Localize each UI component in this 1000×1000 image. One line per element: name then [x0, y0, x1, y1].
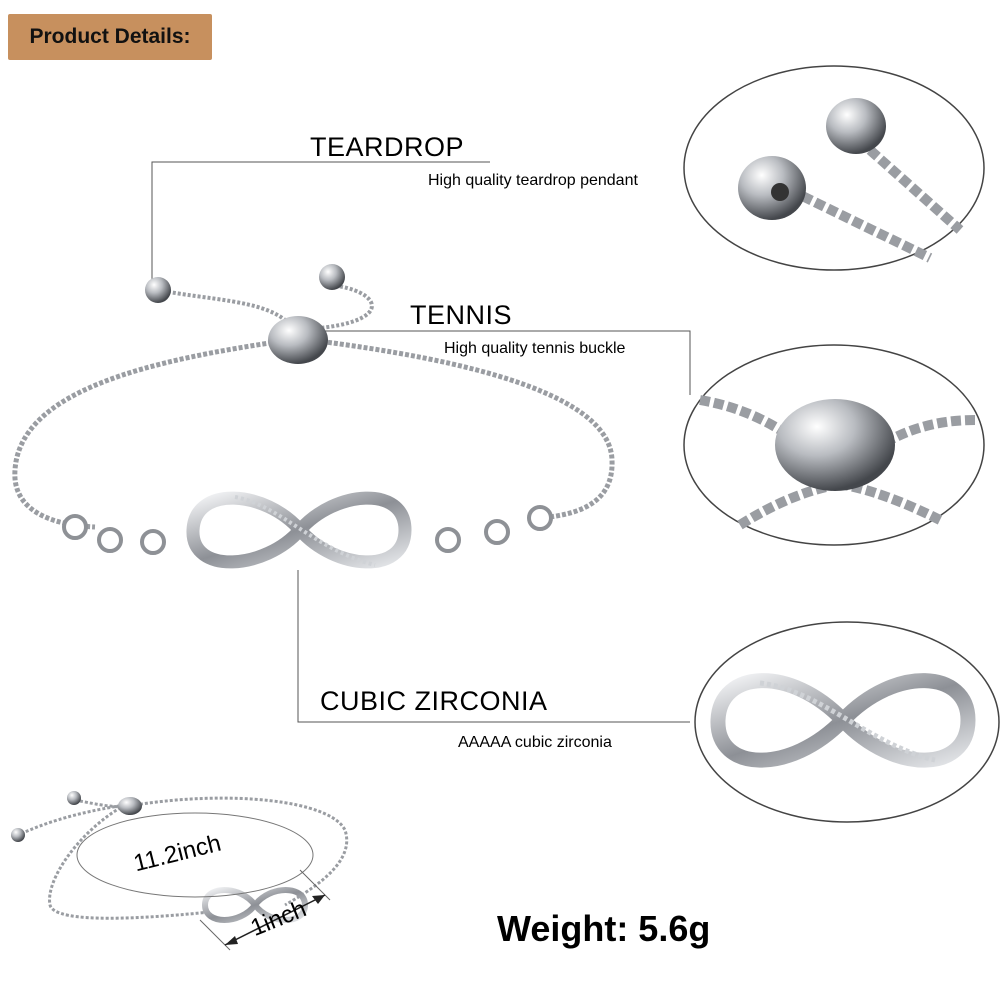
weight-label: Weight: 5.6g — [497, 908, 711, 949]
tennis-buckle — [268, 316, 328, 364]
teardrop-ball-right — [319, 264, 345, 290]
bracelet-tail-chain-2 — [319, 283, 374, 330]
product-details-tag: Product Details: — [8, 14, 212, 60]
detail-tennis — [683, 344, 985, 546]
tennis-title: TENNIS — [410, 300, 513, 330]
detail-zirconia — [694, 621, 1000, 823]
teardrop-title: TEARDROP — [310, 132, 465, 162]
infinity-charm-stones — [234, 495, 376, 567]
leader-lines — [151, 161, 691, 723]
tennis-subtitle: High quality tennis buckle — [444, 340, 626, 357]
bracelet-chain-left — [12, 337, 291, 530]
length-guide — [76, 812, 314, 898]
main-bracelet — [12, 264, 615, 569]
detail-teardrop — [683, 65, 985, 271]
leader-tennis — [300, 330, 691, 395]
zirconia-title: CUBIC ZIRCONIA — [320, 686, 548, 716]
leader-teardrop — [151, 161, 490, 280]
leader-zirconia — [297, 570, 690, 723]
teardrop-subtitle: High quality teardrop pendant — [428, 172, 638, 189]
bracelet-chain-right — [309, 337, 615, 521]
zirconia-subtitle: AAAAA cubic zirconia — [458, 734, 612, 751]
zircon-stones — [62, 505, 553, 555]
size-bracelet — [11, 791, 349, 951]
teardrop-ball-left — [145, 277, 171, 303]
bracelet-tail-chain — [157, 288, 287, 322]
width-arrow — [224, 894, 326, 946]
